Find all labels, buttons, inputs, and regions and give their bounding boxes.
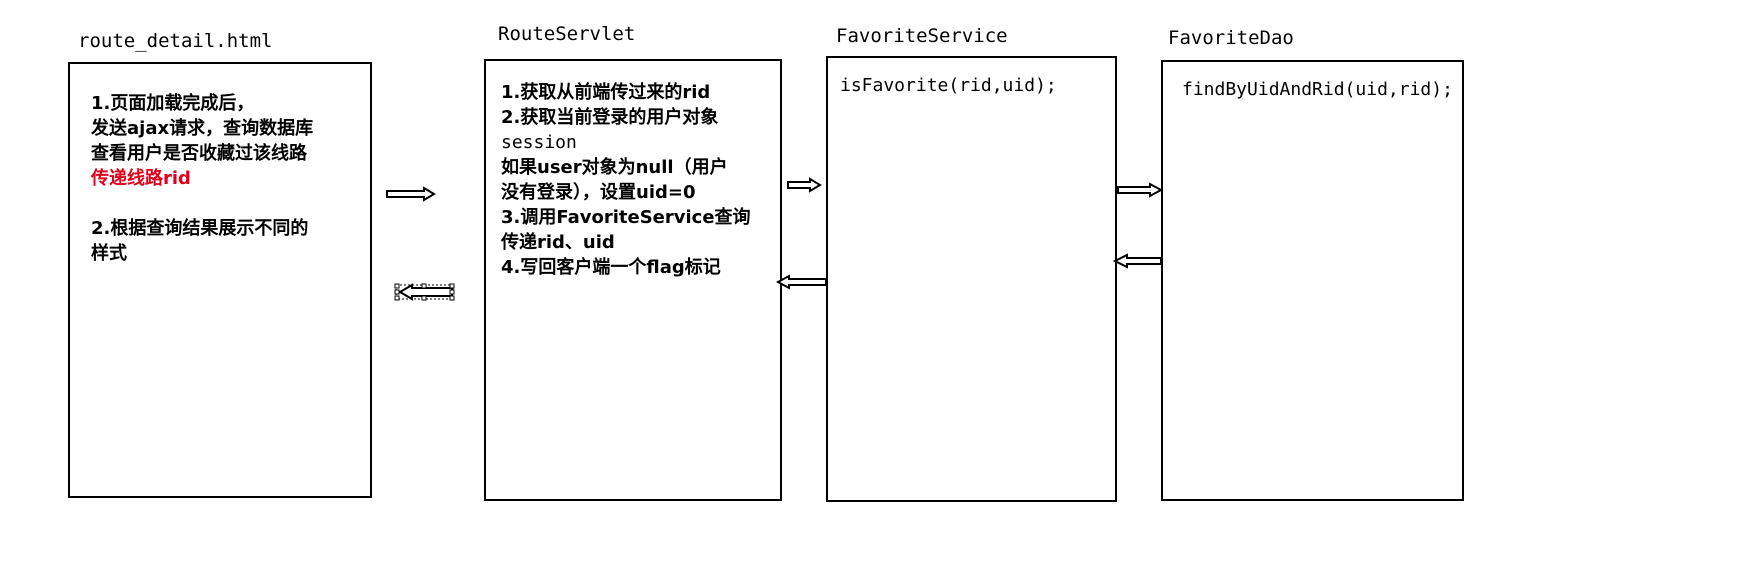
route-servlet-line: session	[501, 132, 577, 153]
route-detail-box	[68, 62, 372, 498]
arrow-left-icon	[398, 283, 453, 301]
route-detail-line-blank	[91, 191, 313, 216]
arrow-left-icon	[775, 274, 827, 290]
route-servlet-line: 没有登录），设置uid=0	[501, 182, 696, 203]
arrow-right-icon	[386, 186, 436, 202]
route-detail-line: 查看用户是否收藏过该线路	[91, 143, 307, 164]
route-servlet-line: 传递rid、uid	[501, 232, 615, 253]
route-detail-line: 样式	[91, 243, 127, 264]
route-servlet-line: 4.写回客户端一个flag标记	[501, 257, 721, 278]
route-detail-title: route_detail.html	[78, 30, 273, 52]
route-servlet-title: RouteServlet	[498, 23, 636, 45]
favorite-dao-method: findByUidAndRid(uid,rid);	[1182, 79, 1453, 100]
route-servlet-line: 2.获取当前登录的用户对象	[501, 107, 719, 128]
route-detail-text: 1.页面加载完成后， 发送ajax请求，查询数据库 查看用户是否收藏过该线路 传…	[91, 91, 313, 266]
arrow-right-icon	[787, 177, 822, 193]
favorite-dao-box	[1161, 60, 1464, 501]
route-servlet-box	[484, 59, 782, 501]
route-servlet-line: 3.调用FavoriteService查询	[501, 207, 751, 228]
route-servlet-text: 1.获取从前端传过来的rid 2.获取当前登录的用户对象 session 如果u…	[501, 80, 751, 280]
route-detail-line: 1.页面加载完成后，	[91, 93, 255, 114]
route-servlet-line: 1.获取从前端传过来的rid	[501, 82, 711, 103]
arrow-right-icon	[1117, 182, 1164, 198]
route-servlet-line: 如果user对象为null（用户	[501, 157, 728, 178]
route-detail-line: 发送ajax请求，查询数据库	[91, 118, 314, 139]
selection-handles	[394, 283, 455, 301]
favorite-dao-title: FavoriteDao	[1168, 27, 1294, 49]
favorite-service-title: FavoriteService	[836, 25, 1008, 47]
route-detail-line: 2.根据查询结果展示不同的	[91, 218, 309, 239]
favorite-service-box	[826, 56, 1117, 502]
route-detail-line-highlight: 传递线路rid	[91, 168, 191, 189]
arrow-left-icon	[1112, 253, 1162, 269]
favorite-service-method: isFavorite(rid,uid);	[840, 75, 1057, 96]
